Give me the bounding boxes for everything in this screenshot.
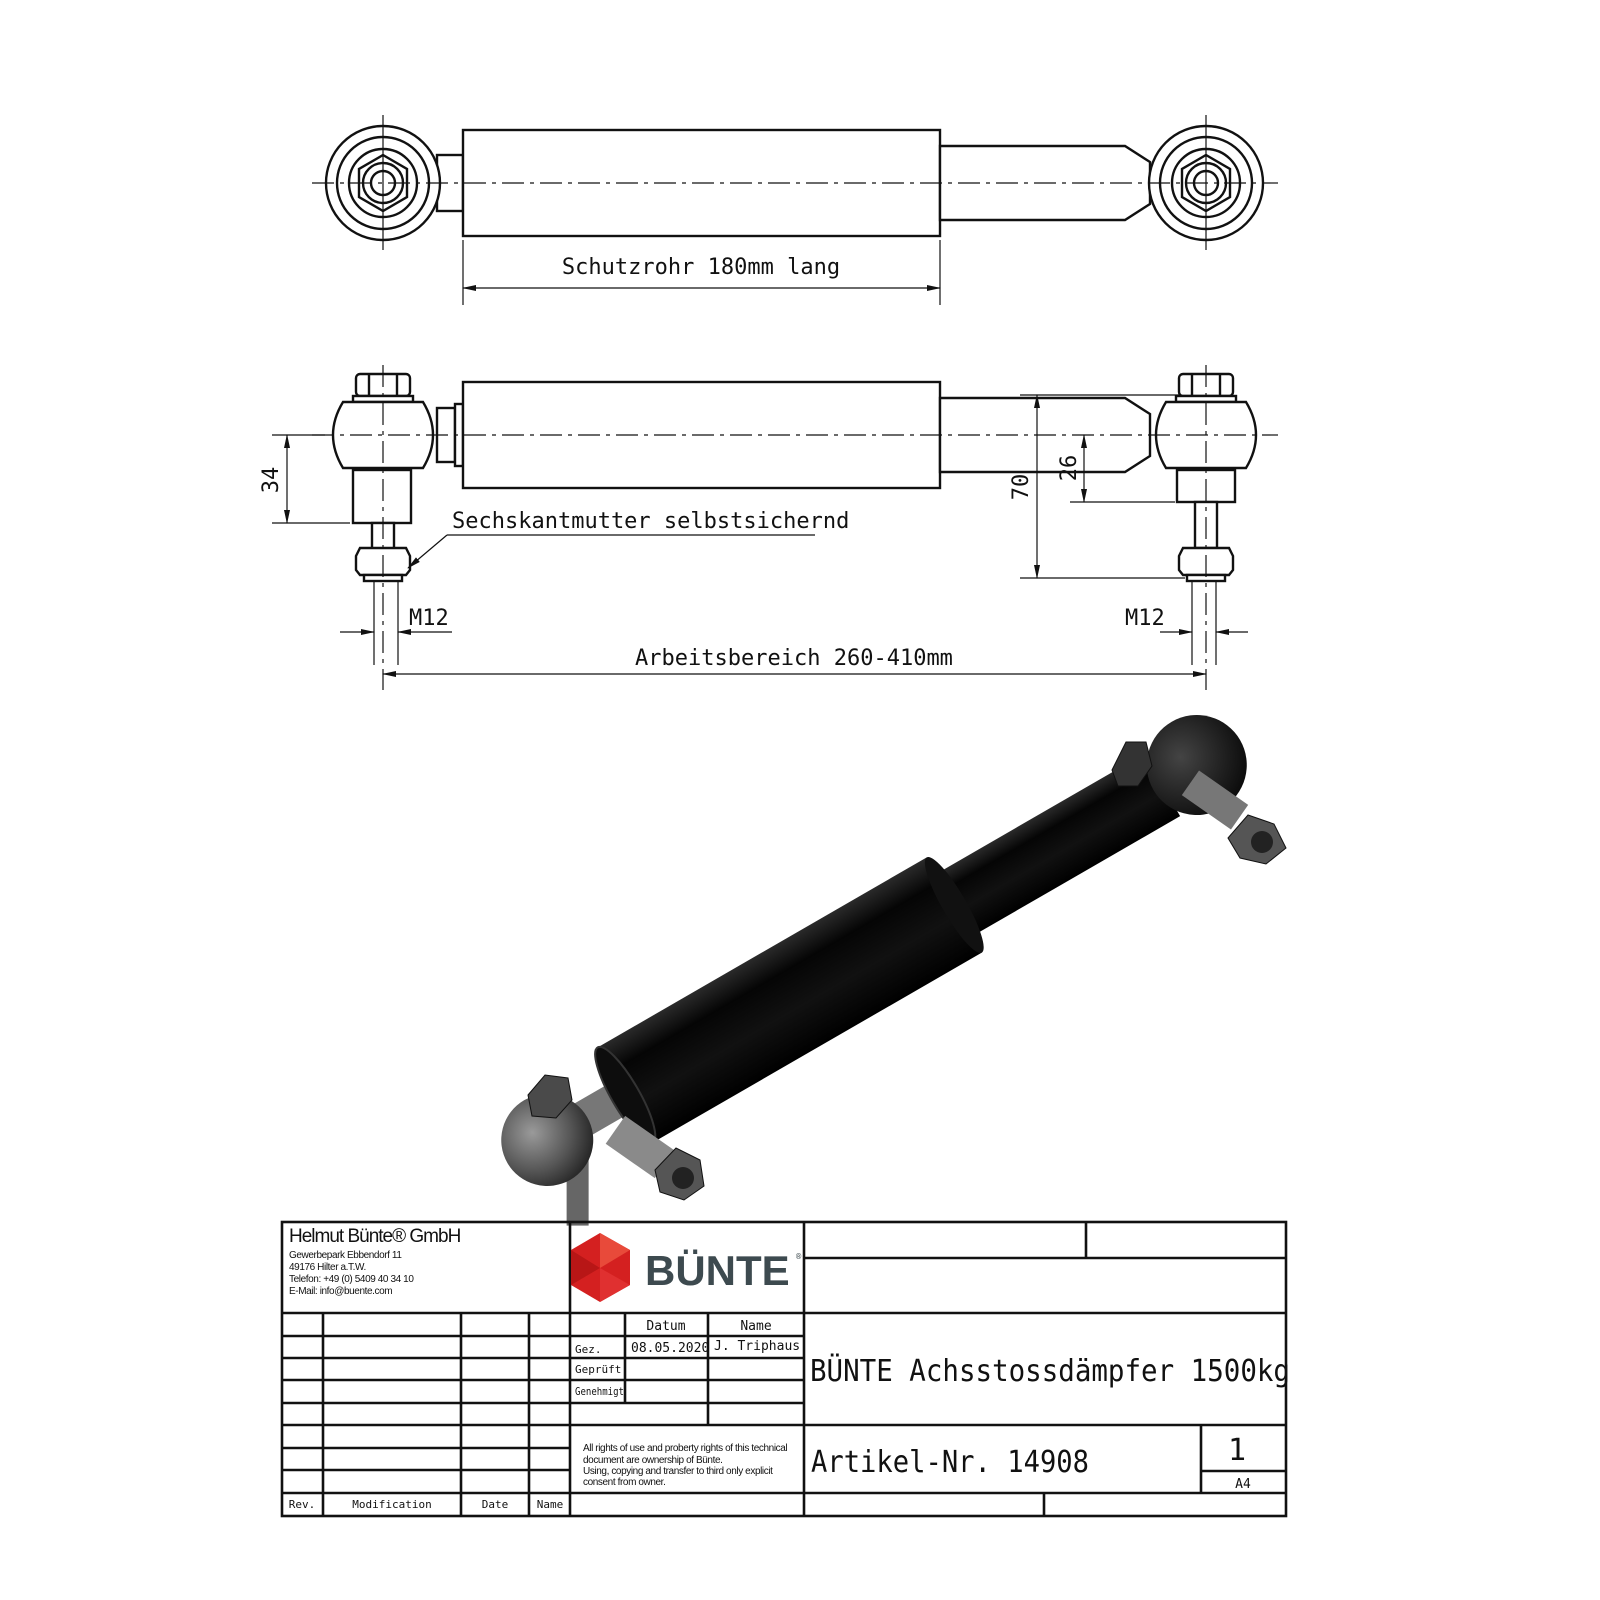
drawing-title: BÜNTE Achsstossdämpfer 1500kg bbox=[810, 1353, 1290, 1389]
drawn-by: J. Triphaus bbox=[714, 1339, 800, 1354]
rights-notice: All rights of use and proberty rights of… bbox=[583, 1443, 787, 1454]
top-view: Schutzrohr 180mm lang bbox=[312, 115, 1278, 305]
datum-header: Datum bbox=[646, 1319, 685, 1334]
drawn-date: 08.05.2020 bbox=[631, 1341, 709, 1356]
modification-header: Modification bbox=[352, 1498, 431, 1511]
dim-70: 70 bbox=[1009, 474, 1034, 501]
rights-notice: Using, copying and transfer to third onl… bbox=[583, 1466, 773, 1477]
date-header: Date bbox=[482, 1498, 509, 1511]
buente-logo: BÜNTE ® bbox=[571, 1233, 802, 1302]
revision-table: Rev. Modification Date Name bbox=[282, 1313, 1286, 1516]
company-name: Helmut Bünte® GmbH bbox=[289, 1226, 461, 1247]
isometric-render bbox=[501, 715, 1247, 1226]
dim-m12-left: M12 bbox=[409, 606, 449, 631]
name-header: Name bbox=[537, 1498, 564, 1511]
geprueft-label: Geprüft bbox=[575, 1363, 621, 1376]
phone: Telefon: +49 (0) 5409 40 34 10 bbox=[289, 1274, 414, 1285]
svg-text:®: ® bbox=[795, 1252, 802, 1261]
bolt-details bbox=[527, 741, 1287, 1201]
rights-notice: document are ownership of Bünte. bbox=[583, 1455, 723, 1466]
dim-26: 26 bbox=[1057, 455, 1082, 482]
article-number: Artikel-Nr. 14908 bbox=[811, 1445, 1089, 1480]
dim-working-range: Arbeitsbereich 260-410mm bbox=[635, 646, 953, 671]
label-nut: Sechskantmutter selbstsichernd bbox=[452, 509, 849, 534]
dim-34: 34 bbox=[259, 467, 284, 494]
email: E-Mail: info@buente.com bbox=[289, 1286, 392, 1297]
address-line: Gewerbepark Ebbendorf 11 bbox=[289, 1250, 402, 1261]
sheet-number: 1 bbox=[1228, 1433, 1246, 1468]
side-view: 34 70 26 Sechskantmutter selbstsichernd … bbox=[259, 365, 1278, 690]
title-block: Rev. Modification Date Name Helmut Bünte… bbox=[280, 1220, 1290, 1518]
address-line: 49176 Hilter a.T.W. bbox=[289, 1262, 366, 1273]
dim-tube-length: Schutzrohr 180mm lang bbox=[562, 255, 840, 280]
gez-label: Gez. bbox=[575, 1343, 602, 1356]
genehmigt-label: Genehmigt bbox=[575, 1385, 624, 1398]
name-column-header: Name bbox=[740, 1319, 771, 1334]
dim-m12-right: M12 bbox=[1125, 606, 1165, 631]
svg-text:BÜNTE: BÜNTE bbox=[645, 1247, 790, 1294]
rights-notice: consent from owner. bbox=[583, 1477, 665, 1488]
rev-header: Rev. bbox=[289, 1498, 316, 1511]
paper-format: A4 bbox=[1235, 1477, 1251, 1492]
